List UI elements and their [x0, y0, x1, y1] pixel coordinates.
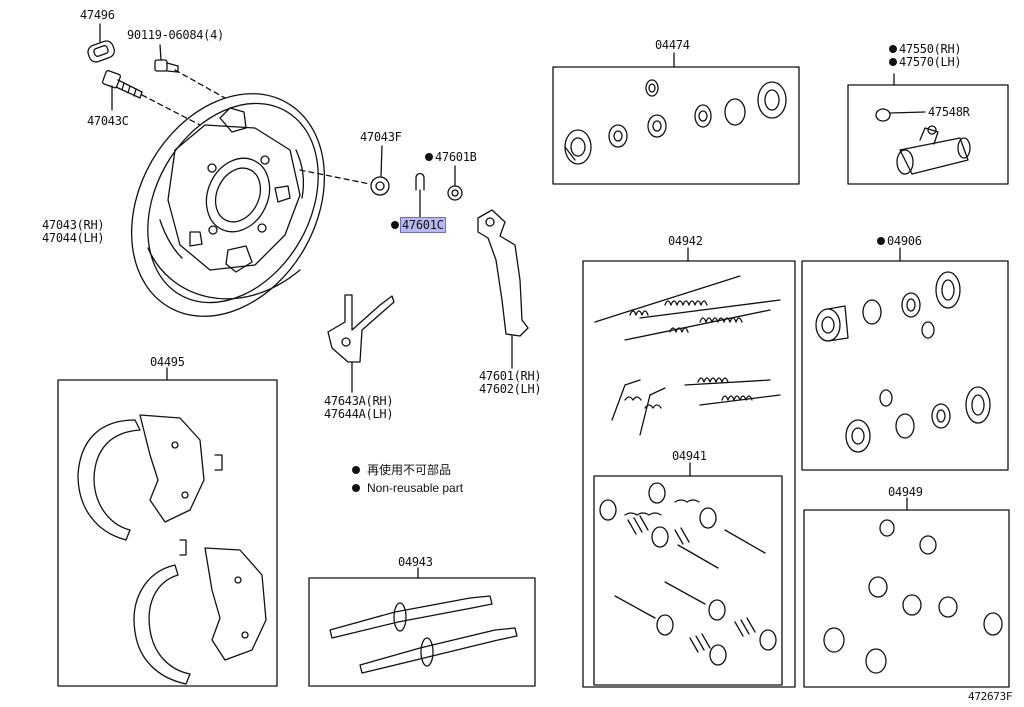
label-47644A-lh: 47644A(LH): [324, 407, 394, 421]
hold-down-kit: [599, 482, 777, 666]
label-04474[interactable]: 04474: [655, 38, 690, 52]
label-47601B-text: 47601B: [435, 150, 477, 164]
backing-plate: [130, 93, 326, 317]
label-47550[interactable]: 47550(RH)47570(LH): [889, 42, 962, 69]
box-04474-contents: [564, 79, 787, 165]
label-04942[interactable]: 04942: [668, 234, 703, 248]
label-47601B[interactable]: 47601B: [425, 151, 477, 164]
legend-en-text: Non-reusable part: [367, 481, 464, 495]
part-47043C-bolt: [101, 69, 201, 126]
label-04906[interactable]: 04906: [877, 235, 922, 248]
non-reusable-dot: [889, 58, 897, 66]
label-04495[interactable]: 04495: [150, 355, 185, 369]
legend-dot: [352, 484, 360, 492]
part-47601-parking-lever: [477, 209, 529, 369]
label-47643A[interactable]: 47643A(RH)47644A(LH): [324, 394, 394, 421]
cylinder-kit-04906: [815, 271, 991, 453]
label-47601-rh: 47601(RH): [479, 369, 542, 383]
legend-en: Non-reusable part: [352, 480, 463, 496]
non-reusable-dot: [425, 153, 433, 161]
label-47550-rh: 47550(RH): [899, 42, 962, 56]
part-47601B-washer: [447, 165, 463, 201]
label-47601-rh-lh[interactable]: 47601(RH)47602(LH): [479, 369, 542, 396]
diagram-reference: 472673F: [968, 690, 1013, 703]
label-04941[interactable]: 04941: [672, 449, 707, 463]
adjusters: [329, 595, 518, 674]
label-47548R[interactable]: 47548R: [928, 105, 970, 119]
brake-shoes: [77, 414, 267, 685]
label-47643A-rh: 47643A(RH): [324, 394, 394, 408]
legend-jp-text: 再使用不可部品: [367, 463, 452, 477]
label-04906-text: 04906: [887, 234, 922, 248]
legend-jp: 再使用不可部品: [352, 462, 451, 478]
part-47496-plug: [87, 23, 115, 63]
part-47043F: [299, 145, 390, 196]
springs-04942: [594, 275, 781, 436]
label-47044-lh: 47044(LH): [42, 231, 105, 245]
label-90119[interactable]: 90119-06084(4): [127, 28, 224, 42]
label-47570-lh: 47570(LH): [899, 55, 962, 69]
non-reusable-dot: [877, 237, 885, 245]
non-reusable-dot: [391, 221, 399, 229]
label-47043C[interactable]: 47043C: [87, 114, 129, 128]
wheel-cylinder: [875, 108, 971, 175]
label-47601C-highlighted: 47601C: [400, 217, 446, 233]
label-47043F[interactable]: 47043F: [360, 130, 402, 144]
legend-dot: [352, 466, 360, 474]
part-90119-bolt: [154, 44, 226, 99]
non-reusable-dot: [889, 45, 897, 53]
label-47496[interactable]: 47496: [80, 8, 115, 22]
label-47043-rh: 47043(RH): [42, 218, 105, 232]
label-04943[interactable]: 04943: [398, 555, 433, 569]
label-47043-rh-lh[interactable]: 47043(RH)47044(LH): [42, 218, 105, 245]
part-47643A-lever: [327, 294, 395, 393]
caps-04949: [823, 519, 1003, 674]
label-04949[interactable]: 04949: [888, 485, 923, 499]
label-47601C[interactable]: 47601C: [391, 217, 446, 233]
label-47602-lh: 47602(LH): [479, 382, 542, 396]
part-47601C-clip: [415, 172, 425, 219]
